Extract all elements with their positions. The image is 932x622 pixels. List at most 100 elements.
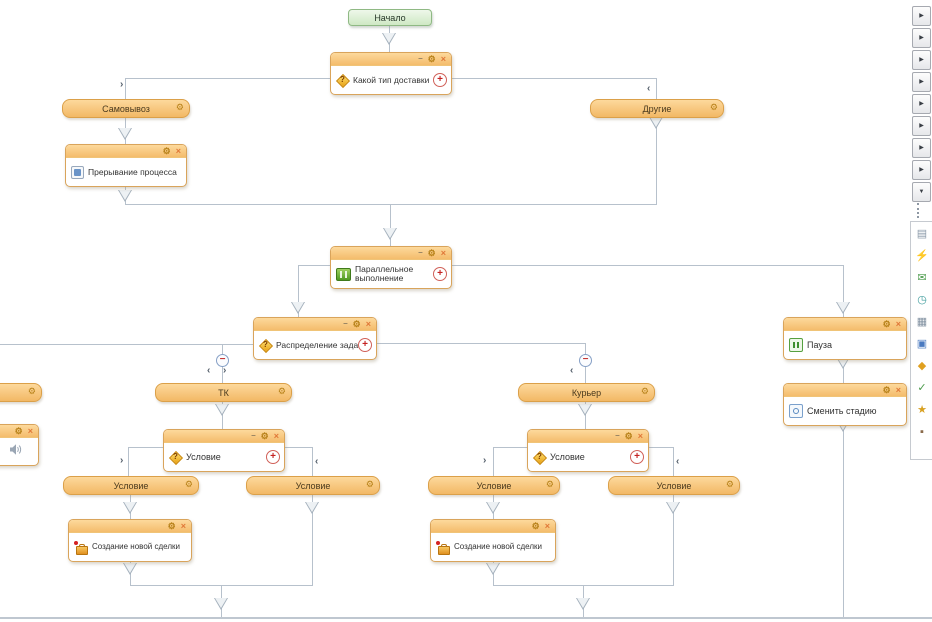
box-icon[interactable]: ▪ — [920, 426, 924, 438]
branch-pill-condition-lr[interactable]: Условие ⚙ — [246, 476, 380, 495]
close-icon[interactable]: × — [637, 430, 643, 441]
panel-expand-button[interactable]: ▶ — [912, 6, 931, 26]
node-label: Прерывание процесса — [88, 167, 177, 177]
condition-icon: ? — [258, 338, 274, 353]
start-node[interactable]: Начало — [348, 9, 432, 26]
activity-node-parallel[interactable]: – ⚙ × Параллельное выполнение + — [330, 246, 452, 289]
close-icon[interactable]: × — [544, 520, 550, 531]
gear-icon[interactable]: ⚙ — [277, 386, 286, 396]
panel-expand-button[interactable]: ▶ — [912, 138, 931, 158]
gear-icon[interactable]: ⚙ — [184, 479, 193, 489]
panel-expand-button[interactable]: ▶ — [912, 72, 931, 92]
gear-icon[interactable]: ⚙ — [882, 318, 891, 329]
gear-icon[interactable]: ⚙ — [427, 53, 436, 64]
activity-node-new-deal-left[interactable]: ⚙ × Создание новой сделки — [68, 519, 192, 562]
branch-pill-tk[interactable]: ТК ⚙ — [155, 383, 292, 402]
gear-icon[interactable]: ⚙ — [427, 247, 436, 258]
panel-expand-button[interactable]: ▶ — [912, 116, 931, 136]
move-branch-left-icon[interactable]: ‹ — [647, 83, 651, 94]
panel-expand-button[interactable]: ▶ — [912, 50, 931, 70]
panel-expand-button[interactable]: ▶ — [912, 28, 931, 48]
move-branch-left-icon[interactable]: ‹ — [207, 365, 211, 376]
gear-icon[interactable]: ⚙ — [725, 479, 734, 489]
close-icon[interactable]: × — [895, 318, 901, 329]
gear-icon[interactable]: ⚙ — [175, 102, 184, 112]
activity-node-change-stage[interactable]: ⚙ × Сменить стадию — [783, 383, 907, 426]
branch-pill-condition-rr[interactable]: Условие ⚙ — [608, 476, 740, 495]
close-icon[interactable]: × — [273, 430, 279, 441]
clock-icon[interactable]: ◷ — [917, 294, 927, 306]
add-branch-button[interactable]: + — [266, 450, 280, 464]
add-branch-button[interactable]: + — [630, 450, 644, 464]
lightning-icon[interactable]: ⚡ — [915, 250, 929, 262]
minimize-icon[interactable]: – — [343, 319, 348, 328]
add-branch-button[interactable]: + — [358, 338, 372, 352]
gear-icon[interactable]: ⚙ — [167, 520, 176, 531]
panel-expand-button[interactable]: ▶ — [912, 94, 931, 114]
panel-dropdown-button[interactable]: ▼ — [912, 182, 931, 202]
branch-pill-condition-ll[interactable]: Условие ⚙ — [63, 476, 199, 495]
check-icon[interactable]: ✓ — [917, 382, 927, 394]
document-icon[interactable]: ▤ — [916, 228, 928, 240]
move-branch-right-icon[interactable]: › — [223, 365, 227, 376]
gear-icon[interactable]: ⚙ — [260, 430, 269, 441]
branch-pill-others[interactable]: Другие ⚙ — [590, 99, 724, 118]
activity-node-delivery-type[interactable]: – ⚙ × ? Какой тип доставки + — [330, 52, 452, 95]
calendar-icon[interactable]: ▦ — [916, 316, 928, 328]
activity-node-condition-right[interactable]: – ⚙ × ? Условие + — [527, 429, 649, 472]
node-titlebar: – ⚙ × — [528, 430, 648, 443]
mail-icon[interactable]: ✉ — [917, 272, 927, 284]
collapse-branch-button[interactable]: − — [216, 354, 229, 367]
move-branch-left-icon[interactable]: ‹ — [570, 365, 574, 376]
gear-icon[interactable]: ⚙ — [14, 425, 23, 436]
add-branch-button[interactable]: + — [433, 73, 447, 87]
gear-icon[interactable]: ⚙ — [640, 386, 649, 396]
gear-icon[interactable]: ⚙ — [882, 384, 891, 395]
gear-icon[interactable]: ⚙ — [365, 479, 374, 489]
add-branch-button[interactable]: + — [433, 267, 447, 281]
activity-node-pause[interactable]: ⚙ × Пауза — [783, 317, 907, 360]
minimize-icon[interactable]: – — [418, 248, 423, 257]
activity-node-condition-left[interactable]: – ⚙ × ? Условие + — [163, 429, 285, 472]
activity-node-terminate[interactable]: ⚙ × Прерывание процесса — [65, 144, 187, 187]
close-icon[interactable]: × — [180, 520, 186, 531]
minimize-icon[interactable]: – — [251, 431, 256, 440]
move-branch-left-icon[interactable]: ‹ — [315, 456, 319, 467]
triangle-right-icon: ▶ — [919, 167, 924, 173]
move-branch-right-icon[interactable]: › — [120, 455, 124, 466]
close-icon[interactable]: × — [175, 145, 181, 156]
minimize-icon[interactable]: – — [418, 54, 423, 63]
branch-pill-condition-rl[interactable]: Условие ⚙ — [428, 476, 560, 495]
flow-arrow — [486, 563, 500, 575]
activity-node-new-deal-right[interactable]: ⚙ × Создание новой сделки — [430, 519, 556, 562]
close-icon[interactable]: × — [895, 384, 901, 395]
panel-expand-button[interactable]: ▶ — [912, 160, 931, 180]
branch-pill-courier[interactable]: Курьер ⚙ — [518, 383, 655, 402]
move-branch-right-icon[interactable]: › — [483, 455, 487, 466]
minimize-icon[interactable]: – — [615, 431, 620, 440]
move-branch-left-icon[interactable]: ‹ — [676, 456, 680, 467]
close-icon[interactable]: × — [440, 53, 446, 64]
gear-icon[interactable]: ⚙ — [545, 479, 554, 489]
drag-handle-dots[interactable] — [917, 203, 919, 218]
collapse-branch-button[interactable]: − — [579, 354, 592, 367]
gear-icon[interactable]: ⚙ — [352, 318, 361, 329]
condition-icon[interactable]: ◆ — [917, 360, 927, 372]
activity-node-offscreen[interactable]: ⚙ × — [0, 424, 39, 466]
close-icon[interactable]: × — [440, 247, 446, 258]
flow-arrow — [383, 228, 397, 240]
star-icon[interactable]: ★ — [917, 404, 927, 416]
close-icon[interactable]: × — [365, 318, 371, 329]
gear-icon[interactable]: ⚙ — [162, 145, 171, 156]
move-branch-right-icon[interactable]: › — [120, 79, 124, 90]
gear-icon[interactable]: ⚙ — [27, 386, 36, 396]
info-icon[interactable]: ▣ — [916, 338, 928, 350]
branch-pill-pickup[interactable]: Самовывоз ⚙ — [62, 99, 190, 118]
new-deal-icon — [436, 540, 450, 555]
branch-pill-offscreen[interactable]: ⚙ — [0, 383, 42, 402]
activity-node-task-distribution[interactable]: – ⚙ × ? Распределение задач + — [253, 317, 377, 360]
gear-icon[interactable]: ⚙ — [709, 102, 718, 112]
gear-icon[interactable]: ⚙ — [531, 520, 540, 531]
close-icon[interactable]: × — [27, 425, 33, 436]
gear-icon[interactable]: ⚙ — [624, 430, 633, 441]
